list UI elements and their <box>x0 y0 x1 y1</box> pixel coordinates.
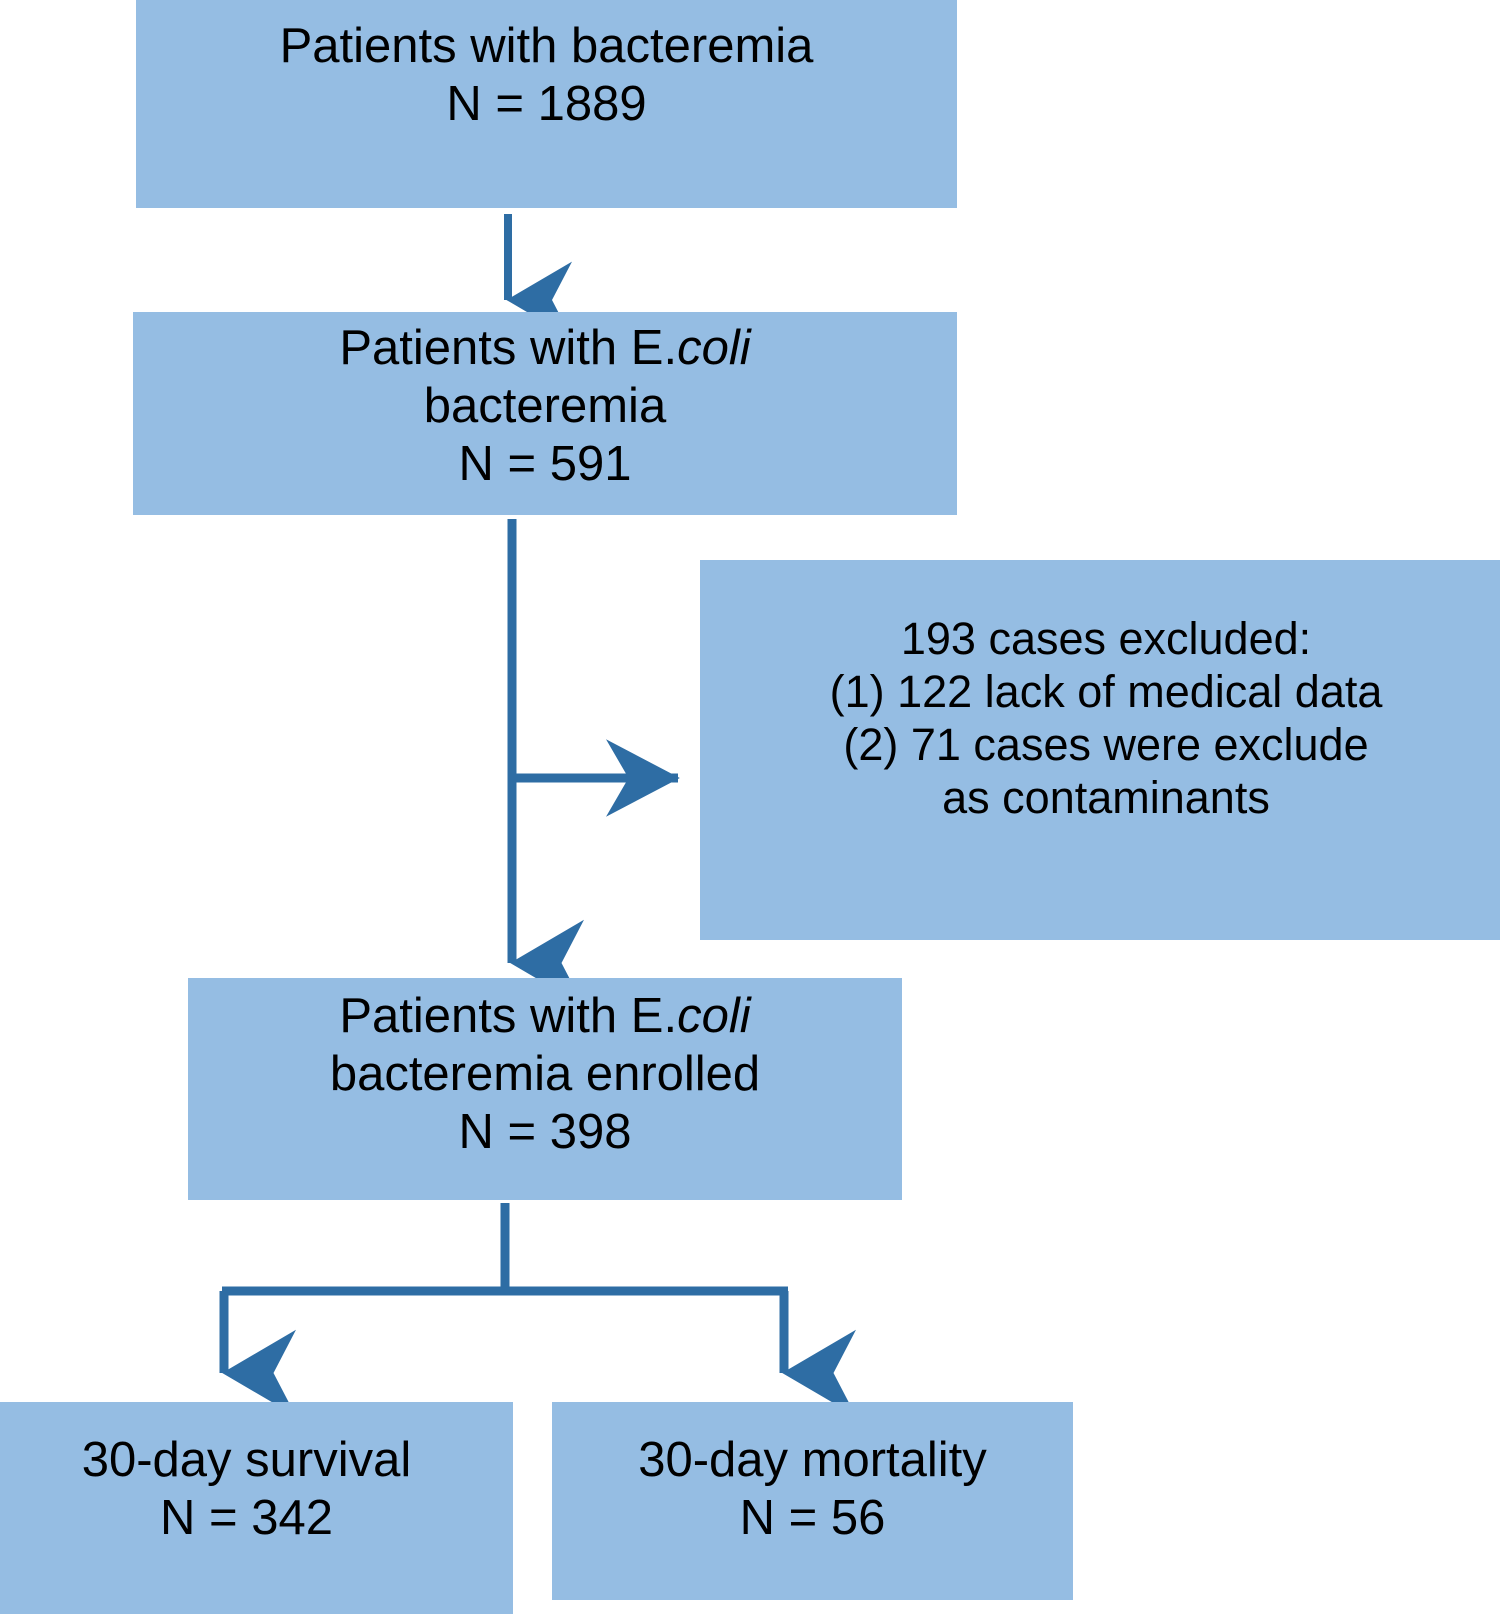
node-mortality-count: N = 56 <box>739 1490 886 1545</box>
node-enrolled-line2: bacteremia enrolled <box>329 1046 761 1101</box>
node-patients-enrolled[interactable]: Patients with E.coli bacteremia enrolled… <box>188 978 902 1200</box>
node-30-day-survival[interactable]: 30-day survival N = 342 <box>0 1402 513 1614</box>
node-excluded-line1: 193 cases excluded: <box>900 613 1312 664</box>
node-ecoli-line1-prefix: Patients with <box>339 321 631 375</box>
node-ecoli-line1-species: coli <box>677 321 751 375</box>
node-enrolled-line1-prefix: Patients with <box>339 989 631 1043</box>
node-cases-excluded[interactable]: 193 cases excluded: (1) 122 lack of medi… <box>700 560 1500 940</box>
node-ecoli-line1-genus: E. <box>630 321 678 375</box>
node-ecoli-count: N = 591 <box>458 436 632 491</box>
node-survival-count: N = 342 <box>160 1490 333 1545</box>
node-survival-label: 30-day survival <box>81 1433 412 1487</box>
node-enrolled-line1-species: coli <box>677 989 751 1043</box>
node-enrolled-line1: Patients with E.coli <box>339 988 750 1046</box>
node-bacteremia-count: N = 1889 <box>446 76 647 131</box>
node-patients-with-bacteremia[interactable]: Patients with bacteremia N = 1889 <box>136 0 957 208</box>
node-ecoli-line1: Patients with E.coli <box>339 320 750 378</box>
node-ecoli-line2: bacteremia <box>423 378 667 433</box>
node-30-day-mortality[interactable]: 30-day mortality N = 56 <box>552 1402 1073 1600</box>
node-enrolled-count: N = 398 <box>458 1104 632 1159</box>
node-excluded-reason-1: (1) 122 lack of medical data <box>829 666 1383 718</box>
node-patients-with-ecoli-bacteremia[interactable]: Patients with E.coli bacteremia N = 591 <box>133 312 957 515</box>
node-bacteremia-line1: Patients with bacteremia <box>279 19 814 73</box>
node-mortality-label: 30-day mortality <box>638 1433 987 1487</box>
connector-enrolled-split <box>222 1203 788 1296</box>
node-enrolled-line1-genus: E. <box>630 989 678 1043</box>
node-excluded-reason-2-cont: as contaminants <box>942 772 1270 824</box>
node-excluded-reason-2: (2) 71 cases were exclude <box>843 719 1369 771</box>
